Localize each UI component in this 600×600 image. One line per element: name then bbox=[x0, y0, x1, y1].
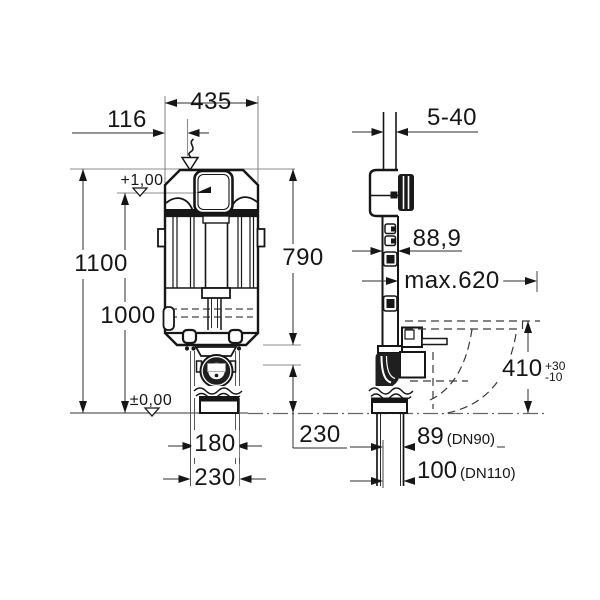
dimension-arrowheads bbox=[79, 99, 537, 485]
flush-pipe-connector bbox=[399, 351, 426, 379]
outlet-dia-large-dn-label: (DN110) bbox=[460, 465, 516, 482]
dim-wall-finish-label: 5-40 bbox=[426, 104, 478, 131]
water-level-marker-icon bbox=[196, 186, 211, 193]
pipe-break-wavy-line bbox=[193, 387, 243, 395]
dim-outlet-dia-large-group: 100 (DN110) bbox=[415, 457, 518, 485]
water-level-dashed-lines bbox=[170, 308, 253, 318]
tolerance-minus-label: -10 bbox=[545, 370, 563, 384]
dim-pan-height-group: 410 +30 -10 bbox=[500, 355, 568, 389]
dim-width-label: 435 bbox=[190, 88, 232, 115]
pan-height-tolerance: +30 -10 bbox=[545, 359, 566, 384]
dim-water-level-label: 1000 bbox=[97, 302, 159, 330]
water-supply-arrow-icon bbox=[180, 156, 200, 172]
dim-pan-height-label: 410 bbox=[502, 355, 543, 382]
flush-plate-opening bbox=[193, 169, 234, 215]
tolerance-plus-label: +30 bbox=[545, 359, 566, 373]
outlet-dia-large-label: 100 bbox=[417, 457, 458, 484]
flush-plate-recess-block bbox=[398, 174, 414, 211]
water-supply-squiggle-icon bbox=[188, 138, 195, 159]
dim-supply-offset-label: 116 bbox=[107, 106, 147, 133]
dim-total-height-label: 1100 bbox=[71, 250, 131, 278]
fixing-stud-lines bbox=[190, 351, 240, 486]
dim-fixing-outer-label: 230 bbox=[191, 464, 239, 492]
side-view-drawing bbox=[368, 112, 540, 486]
floor-datum-label: ±0,00 bbox=[129, 392, 173, 409]
water-datum-triangle-icon bbox=[131, 187, 149, 197]
frame-rib-lines bbox=[172, 216, 255, 288]
dim-fixing-inner-label: 180 bbox=[191, 430, 239, 458]
wc-mounting-bracket bbox=[401, 326, 423, 348]
front-view-drawing bbox=[157, 168, 266, 486]
dim-frame-height-label: 790 bbox=[279, 244, 327, 272]
floor-datum-triangle-icon bbox=[143, 407, 161, 417]
dim-profile-depth-label: 88,9 bbox=[412, 225, 462, 252]
outlet-dia-small-dn-label: (DN90) bbox=[446, 431, 496, 448]
water-datum-label: +1,00 bbox=[120, 172, 164, 189]
dim-max-depth-label: max.620 bbox=[401, 267, 503, 295]
datum-symbols bbox=[131, 138, 211, 417]
dim-outlet-dia-small-group: 89 (DN90) bbox=[415, 423, 498, 451]
outlet-dia-small-label: 89 bbox=[417, 423, 444, 450]
drain-pipe bbox=[376, 413, 405, 486]
wc-pan-dashed-outline bbox=[405, 320, 540, 415]
dim-outlet-drop-label: 230 bbox=[299, 421, 341, 448]
